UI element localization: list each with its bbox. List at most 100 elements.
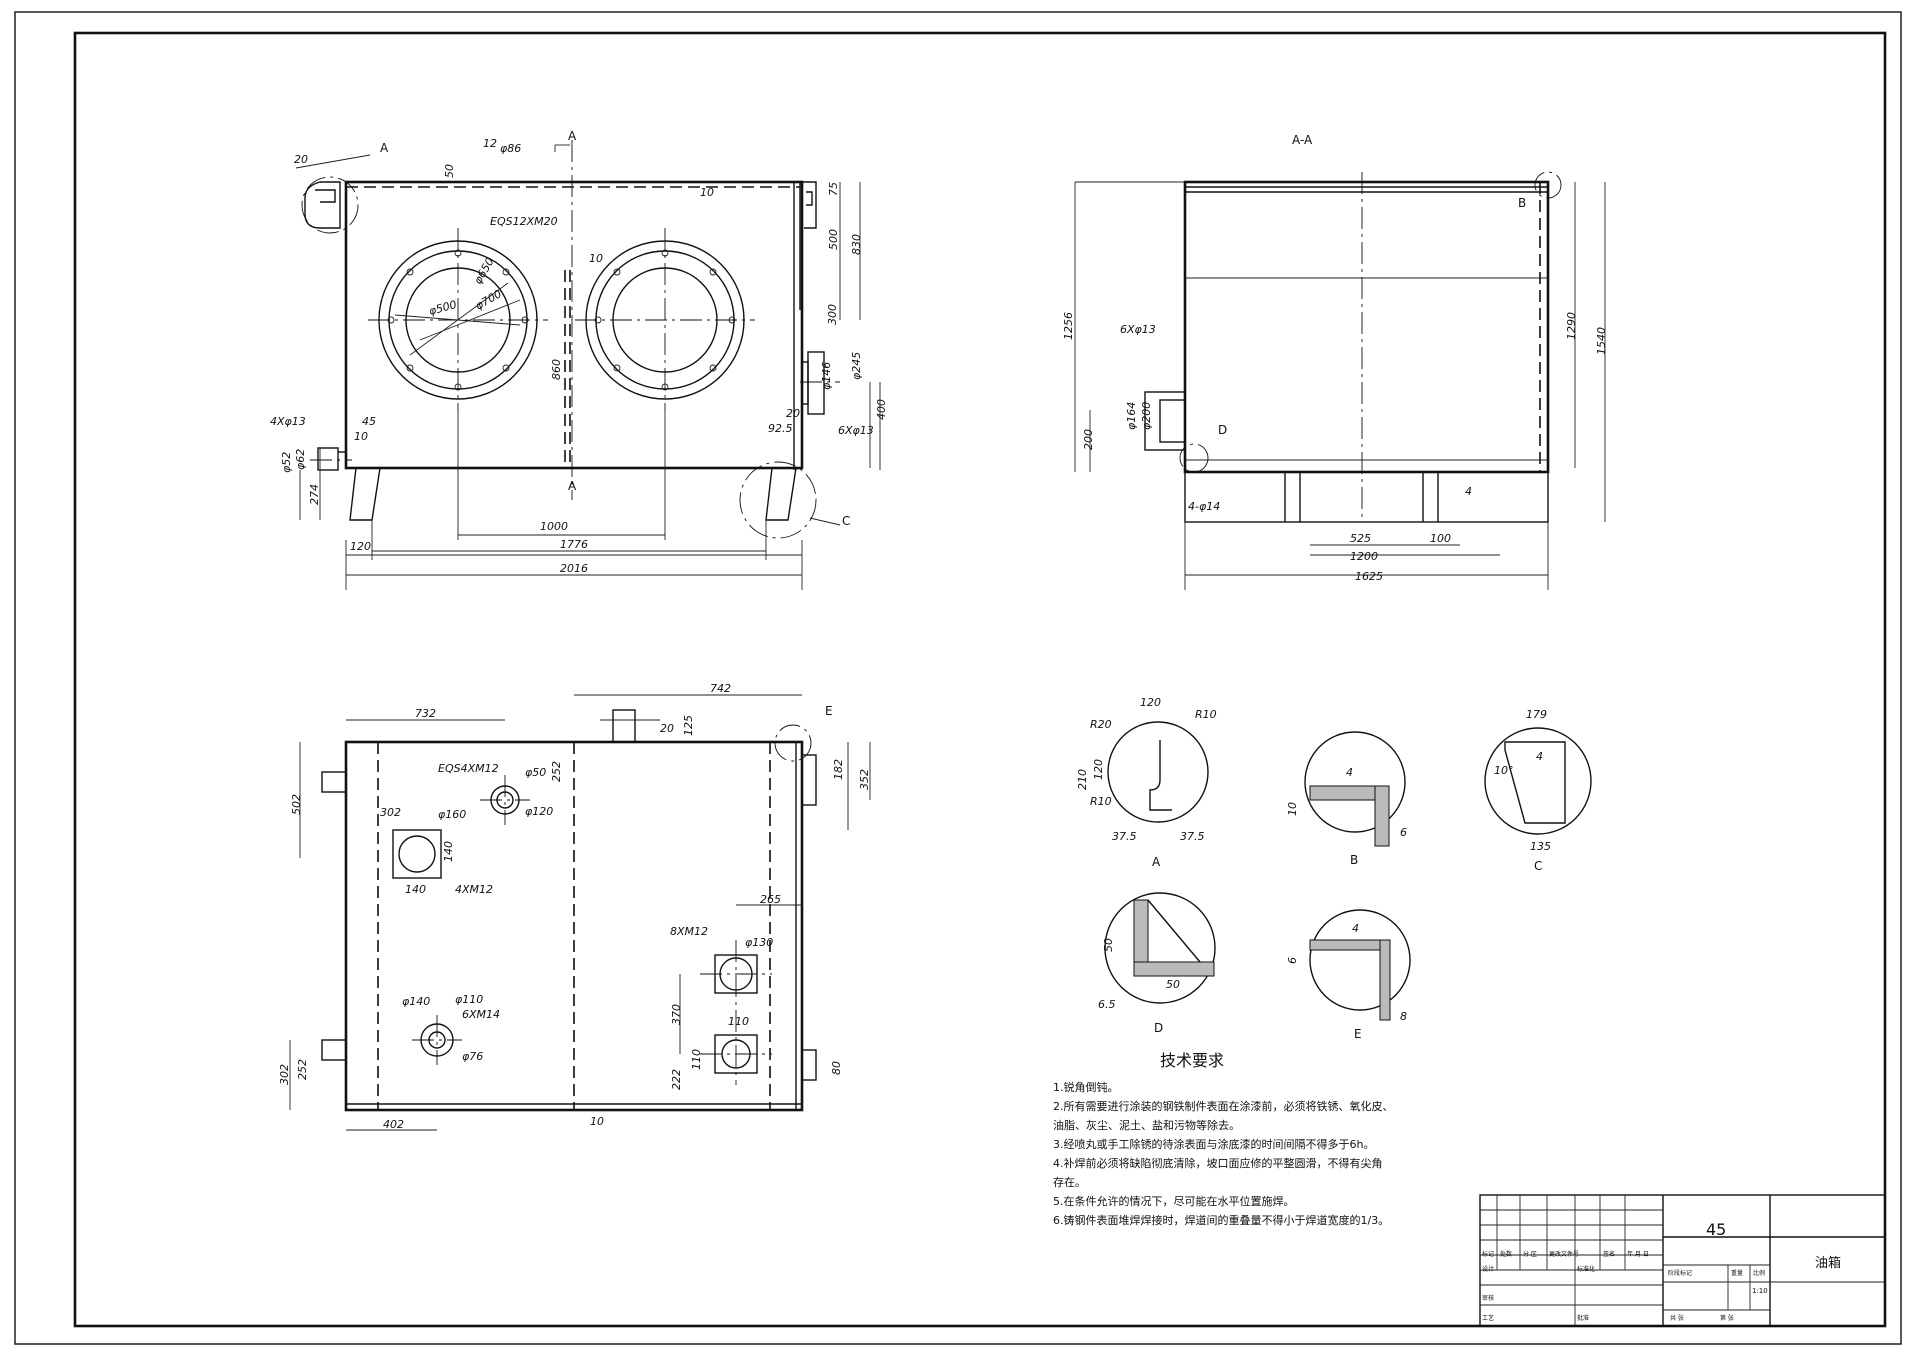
svg-text:10°: 10° <box>1494 764 1514 777</box>
svg-text:2016: 2016 <box>560 562 588 575</box>
svg-text:182: 182 <box>832 759 845 780</box>
svg-text:8XM12: 8XM12 <box>670 925 708 938</box>
svg-text:4: 4 <box>1536 750 1543 763</box>
title-block <box>1479 1194 1886 1327</box>
svg-text:φ245: φ245 <box>850 352 863 380</box>
svg-text:φ164: φ164 <box>1125 402 1138 430</box>
svg-text:φ86: φ86 <box>500 142 521 155</box>
svg-text:400: 400 <box>875 399 888 420</box>
svg-text:B: B <box>1350 853 1358 867</box>
tb-row2: 重量 <box>1731 1270 1744 1277</box>
svg-text:20: 20 <box>786 407 800 420</box>
svg-text:φ700: φ700 <box>473 287 504 312</box>
svg-text:6.5: 6.5 <box>1098 998 1116 1011</box>
section-view: A-A B D 1256 2 <box>1062 133 1608 590</box>
svg-text:500: 500 <box>827 229 840 250</box>
svg-text:10: 10 <box>590 1115 604 1128</box>
svg-text:6: 6 <box>1400 826 1407 839</box>
tech-item: 5.在条件允许的情况下，尽可能在水平位置施焊。 <box>1053 1195 1295 1208</box>
svg-text:110: 110 <box>690 1049 703 1070</box>
svg-text:10: 10 <box>1286 802 1299 816</box>
tech-item: 6.铸钢件表面堆焊焊接时，焊道间的重叠量不得小于焊道宽度的1/3。 <box>1053 1214 1390 1227</box>
svg-text:φ140: φ140 <box>402 995 430 1008</box>
svg-text:φ52: φ52 <box>280 452 293 473</box>
svg-text:φ110: φ110 <box>455 993 483 1006</box>
tb-header: 年 月 日 <box>1627 1251 1649 1258</box>
svg-text:C: C <box>1534 859 1542 873</box>
svg-text:φ130: φ130 <box>745 936 773 949</box>
svg-text:1290: 1290 <box>1565 312 1578 340</box>
svg-text:135: 135 <box>1530 840 1551 853</box>
svg-text:φ500: φ500 <box>427 298 458 318</box>
tech-item: 1.锐角倒钝。 <box>1053 1081 1119 1094</box>
svg-text:37.5: 37.5 <box>1112 830 1137 843</box>
svg-text:252: 252 <box>550 761 563 782</box>
svg-text:1625: 1625 <box>1355 570 1383 583</box>
svg-text:D: D <box>1154 1021 1163 1035</box>
outer-border <box>14 11 1902 1345</box>
svg-text:12: 12 <box>483 137 497 150</box>
tb-header: 标记 <box>1482 1251 1495 1258</box>
tb-row2: 标准化 <box>1577 1266 1596 1273</box>
svg-text:732: 732 <box>415 707 436 720</box>
svg-text:200: 200 <box>1082 429 1095 450</box>
svg-text:A: A <box>568 129 577 143</box>
svg-text:100: 100 <box>1430 532 1451 545</box>
tb-row4: 批准 <box>1577 1315 1590 1322</box>
svg-text:6: 6 <box>1286 957 1299 964</box>
svg-text:502: 502 <box>290 794 303 815</box>
top-view: E 732 742 20 125 <box>278 682 871 1131</box>
svg-text:4XM12: 4XM12 <box>455 883 493 896</box>
svg-text:φ200: φ200 <box>1140 402 1153 430</box>
svg-text:1200: 1200 <box>1350 550 1378 563</box>
svg-text:37.5: 37.5 <box>1180 830 1205 843</box>
svg-text:4: 4 <box>1465 485 1472 498</box>
svg-text:4: 4 <box>1346 766 1353 779</box>
material-text: 45 <box>1706 1220 1727 1239</box>
svg-text:E: E <box>1354 1027 1362 1041</box>
svg-text:E: E <box>825 704 833 718</box>
tb-header: 更改文件号 <box>1549 1251 1580 1258</box>
svg-text:EQS12XM20: EQS12XM20 <box>490 215 558 228</box>
svg-text:525: 525 <box>1350 532 1371 545</box>
detail-e: 4 6 8 E <box>1286 909 1411 1041</box>
svg-text:110: 110 <box>728 1015 749 1028</box>
svg-text:4-φ14: 4-φ14 <box>1188 500 1220 513</box>
tb-row3: 审核 <box>1482 1295 1495 1302</box>
svg-text:140: 140 <box>442 841 455 862</box>
detail-b: 4 10 6 B <box>1286 731 1407 867</box>
svg-text:φ160: φ160 <box>438 808 466 821</box>
svg-text:742: 742 <box>710 682 731 695</box>
tb-row4: 工艺 <box>1482 1315 1495 1322</box>
svg-text:140: 140 <box>405 883 426 896</box>
tb-row4: 共 张 <box>1670 1315 1684 1322</box>
svg-text:302: 302 <box>278 1064 291 1085</box>
svg-text:6Xφ13: 6Xφ13 <box>838 424 874 437</box>
svg-text:6Xφ13: 6Xφ13 <box>1120 323 1156 336</box>
svg-text:50: 50 <box>1166 978 1180 991</box>
tb-header: 处数 <box>1500 1251 1513 1258</box>
svg-text:R10: R10 <box>1195 708 1217 721</box>
svg-text:860: 860 <box>550 359 563 380</box>
scale-value: 1:10 <box>1752 1287 1768 1295</box>
svg-text:830: 830 <box>850 234 863 255</box>
svg-text:45: 45 <box>362 415 376 428</box>
svg-text:A: A <box>568 479 577 493</box>
svg-text:R20: R20 <box>1090 718 1112 731</box>
tech-item: 3.经喷丸或手工除锈的待涂表面与涂底漆的时间间隔不得多于6h。 <box>1053 1138 1375 1151</box>
svg-text:B: B <box>1518 196 1526 210</box>
svg-text:252: 252 <box>296 1059 309 1080</box>
svg-text:50: 50 <box>443 164 456 178</box>
front-view: 20 50 12 φ86 10 75 500 830 300 10 860 φ1… <box>270 129 888 590</box>
svg-text:20: 20 <box>660 722 674 735</box>
svg-text:4Xφ13: 4Xφ13 <box>270 415 306 428</box>
svg-text:92.5: 92.5 <box>768 422 793 435</box>
svg-text:222: 222 <box>670 1069 683 1090</box>
svg-text:300: 300 <box>826 304 839 325</box>
detail-d: 50 50 6.5 D <box>1098 892 1216 1035</box>
svg-text:10: 10 <box>700 186 714 199</box>
svg-text:4: 4 <box>1352 922 1359 935</box>
svg-text:φ76: φ76 <box>462 1050 483 1063</box>
svg-text:φ120: φ120 <box>525 805 553 818</box>
tb-header: 分 区 <box>1523 1251 1537 1258</box>
